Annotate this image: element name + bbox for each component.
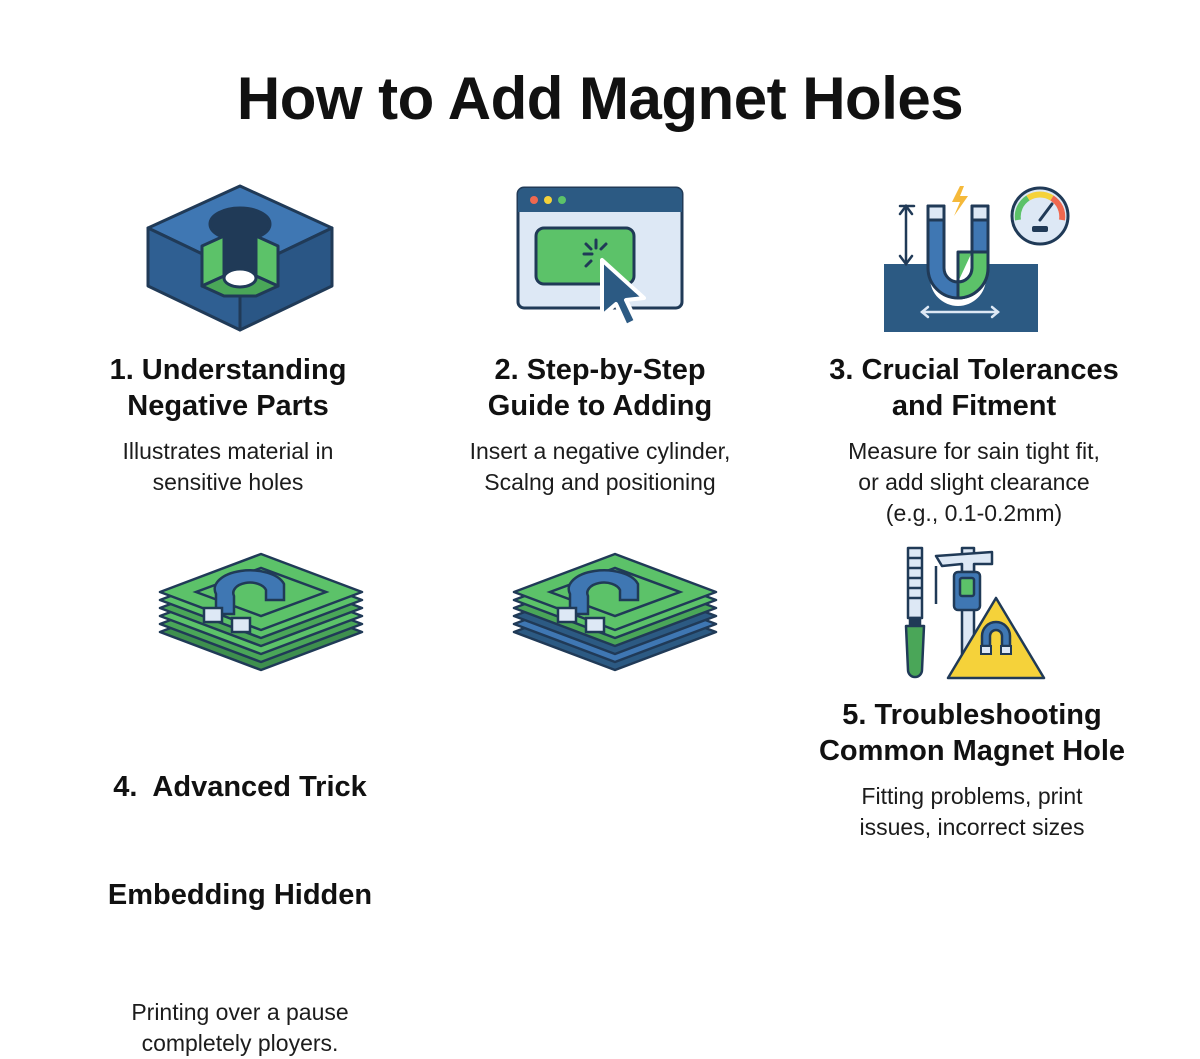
step-3-description: Measure for sain tight fit, or add sligh… [848,438,1100,526]
layered-magnet-icon [158,552,364,672]
step-5: 5. Troubleshooting Common Magnet Hole Fi… [782,697,1162,843]
tools-warning-icon [904,546,1046,680]
magnet-gauge-icon [884,186,1070,332]
step-1-heading: 1. Understanding Negative Parts [109,354,347,422]
layered-magnet-blue-icon [512,552,718,672]
step-2-heading: 2. Step-by-Step Guide to Adding [487,354,713,422]
page-title: How to Add Magnet Holes [236,65,964,132]
step-2: 2. Step-by-Step Guide to Adding Insert a… [410,352,790,498]
step-3-heading: 3. Crucial Tolerances and Fitment [829,354,1119,422]
step-4: 4. Advanced Trick Embedding Hidden Print… [50,697,430,1059]
step-4-heading: 4. Advanced Trick Embedding Hidden [107,771,373,911]
step-4-description: Printing over a pause completely ployers… [131,999,349,1056]
step-2-description: Insert a negative cylinder, Scalng and p… [469,438,731,495]
step-1: 1. Understanding Negative Parts Illustra… [38,352,418,498]
browser-click-icon [516,186,684,328]
step-5-heading: 5. Troubleshooting Common Magnet Hole [818,699,1126,767]
cube-with-hole-icon [146,184,334,332]
step-1-description: Illustrates material in sensitive holes [122,438,334,495]
step-5-description: Fitting problems, print issues, incorrec… [859,783,1085,840]
step-3: 3. Crucial Tolerances and Fitment Measur… [784,352,1164,529]
